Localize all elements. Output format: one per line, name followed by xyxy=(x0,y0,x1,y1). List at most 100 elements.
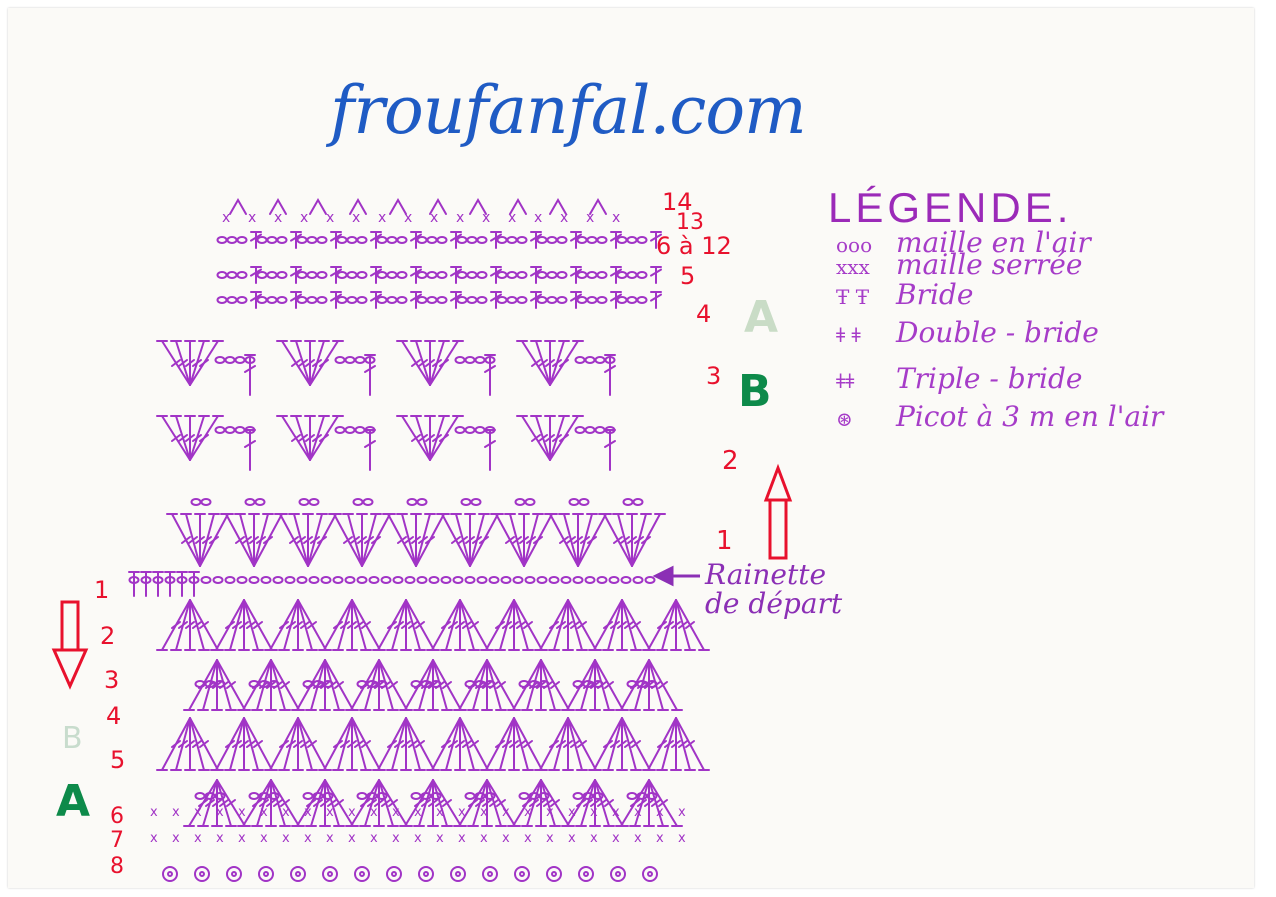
chain-stitch-mark xyxy=(458,297,467,303)
start-chain-note: Rainette de départ xyxy=(705,560,842,619)
chain-stitch-mark xyxy=(278,272,287,278)
chain-stitch-mark xyxy=(596,357,605,363)
picot-mark xyxy=(392,872,396,876)
foundation-chain-mark xyxy=(598,577,607,583)
chain-stitch-mark xyxy=(588,272,597,278)
chain-stitch-mark xyxy=(388,272,397,278)
chain-stitch-mark xyxy=(468,297,477,303)
chain-stitch-mark xyxy=(308,297,317,303)
foundation-chain-mark xyxy=(238,577,247,583)
foundation-chain-mark xyxy=(418,577,427,583)
chain-stitch-mark xyxy=(538,237,547,243)
single-crochet-mark: x xyxy=(678,831,686,846)
picot-mark xyxy=(456,872,460,876)
row-number: 3 xyxy=(104,668,119,692)
chain-stitch-mark xyxy=(364,499,373,505)
chain-stitch-mark xyxy=(278,237,287,243)
chain-stitch-mark xyxy=(548,297,557,303)
single-crochet-mark: x xyxy=(392,831,400,846)
picot-mark xyxy=(264,872,268,876)
single-crochet-mark: x xyxy=(508,210,516,226)
legend-label: Triple - bride xyxy=(896,362,1082,395)
single-crochet-mark: x xyxy=(436,805,444,820)
single-crochet-mark: x xyxy=(274,210,282,226)
chain-stitch-mark xyxy=(538,297,547,303)
picot-mark xyxy=(230,200,246,214)
single-crochet-mark: x xyxy=(150,805,158,820)
chain-stitch-mark xyxy=(478,297,487,303)
chain-stitch-mark xyxy=(298,272,307,278)
chain-stitch-mark xyxy=(516,499,525,505)
foundation-chain-mark xyxy=(622,577,631,583)
chain-stitch-mark xyxy=(462,499,471,505)
chain-stitch-mark xyxy=(618,297,627,303)
picot-mark xyxy=(259,867,273,881)
chain-stitch-mark xyxy=(358,793,367,799)
chain-stitch-mark xyxy=(508,272,517,278)
single-crochet-mark: x xyxy=(260,805,268,820)
chain-stitch-mark xyxy=(578,237,587,243)
chain-stitch-mark xyxy=(348,237,357,243)
single-crochet-mark: x xyxy=(656,805,664,820)
chain-stitch-mark xyxy=(304,793,313,799)
single-crochet-mark: x xyxy=(656,831,664,846)
chain-stitch-mark xyxy=(418,237,427,243)
chain-stitch-mark xyxy=(356,357,365,363)
chain-stitch-mark xyxy=(348,297,357,303)
single-crochet-mark: x xyxy=(590,831,598,846)
foundation-chain-mark xyxy=(538,577,547,583)
chain-stitch-mark xyxy=(310,499,319,505)
chain-stitch-mark xyxy=(576,357,585,363)
foundation-chain-mark xyxy=(454,577,463,583)
chain-stitch-mark xyxy=(258,272,267,278)
chain-stitch-mark xyxy=(498,272,507,278)
single-crochet-mark: x xyxy=(238,805,246,820)
foundation-chain-mark xyxy=(358,577,367,583)
chain-stitch-mark xyxy=(338,237,347,243)
chain-stitch-mark xyxy=(218,297,227,303)
chain-stitch-mark xyxy=(318,297,327,303)
single-crochet-mark: x xyxy=(436,831,444,846)
single-crochet-mark: x xyxy=(326,805,334,820)
chain-stitch-mark xyxy=(228,272,237,278)
chain-stitch-mark xyxy=(456,357,465,363)
chain-stitch-mark xyxy=(408,499,417,505)
chain-stitch-mark xyxy=(278,297,287,303)
section-label-b-faint: B xyxy=(62,724,83,754)
row-number: 4 xyxy=(106,704,121,728)
foundation-chain-mark xyxy=(202,577,211,583)
picot-mark xyxy=(616,872,620,876)
legend-item-picot: ⊛Picot à 3 m en l'air xyxy=(836,400,1163,433)
single-crochet-mark: x xyxy=(352,210,360,226)
chain-stitch-mark xyxy=(580,499,589,505)
picot-mark xyxy=(552,872,556,876)
chain-stitch-mark xyxy=(428,297,437,303)
chain-stitch-mark xyxy=(548,237,557,243)
site-watermark: froufanfal.com xyxy=(330,72,806,149)
chain-stitch-mark xyxy=(354,499,363,505)
chain-stitch-mark xyxy=(378,297,387,303)
row-number: 6 à 12 xyxy=(656,234,732,258)
chain-stitch-mark xyxy=(628,297,637,303)
foundation-chain-mark xyxy=(466,577,475,583)
single-crochet-mark: x xyxy=(326,210,334,226)
row-number: 5 xyxy=(680,264,695,288)
chain-stitch-mark xyxy=(638,237,647,243)
chain-stitch-mark xyxy=(428,272,437,278)
chain-stitch-mark xyxy=(228,237,237,243)
row-number: 1 xyxy=(94,578,109,602)
foundation-chain-mark xyxy=(514,577,523,583)
chain-stitch-mark xyxy=(618,237,627,243)
single-crochet-mark: x xyxy=(634,805,642,820)
foundation-chain-mark xyxy=(430,577,439,583)
picot-mark xyxy=(584,872,588,876)
legend-label: Picot à 3 m en l'air xyxy=(896,400,1163,433)
picot-mark xyxy=(387,867,401,881)
chain-stitch-mark xyxy=(518,297,527,303)
chain-stitch-mark xyxy=(518,237,527,243)
single-crochet-mark: x xyxy=(348,831,356,846)
start-chain-line2: de départ xyxy=(705,589,842,618)
picot-mark xyxy=(200,872,204,876)
row-number: 1 xyxy=(716,528,733,554)
single-crochet-mark: x xyxy=(546,831,554,846)
